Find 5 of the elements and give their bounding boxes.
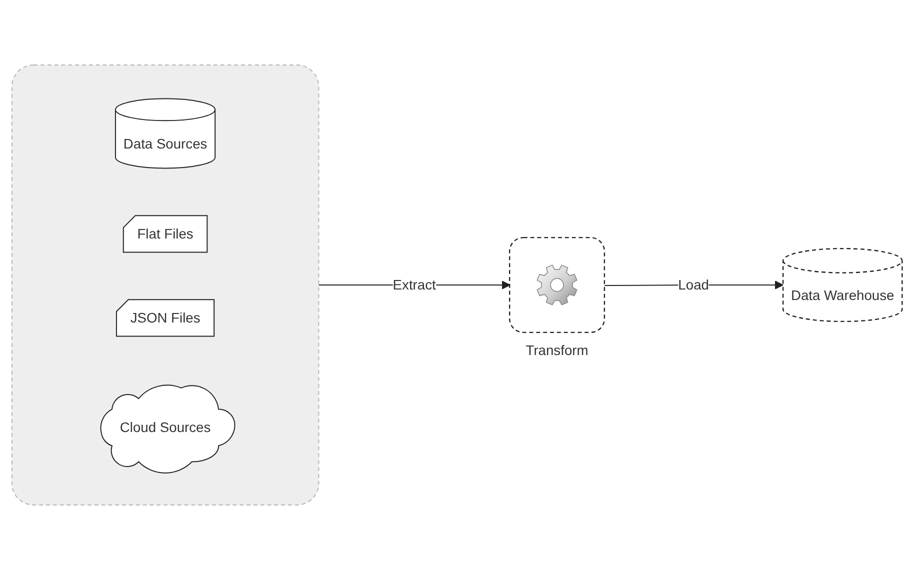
node-box <box>509 236 606 334</box>
cluster <box>11 64 320 506</box>
edge-label: Extract <box>392 276 436 292</box>
edge-label: Load <box>678 276 709 292</box>
node-caption: Transform <box>526 342 588 358</box>
